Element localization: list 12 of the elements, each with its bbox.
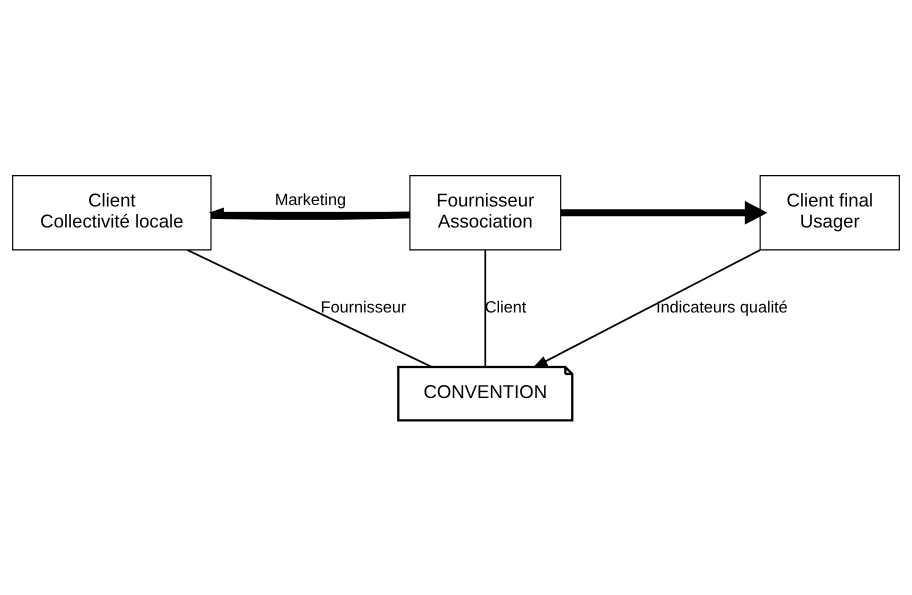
connector [211, 210, 410, 220]
connector [484, 250, 486, 366]
arrow [532, 248, 760, 368]
node-box: Client final Usager [760, 174, 900, 250]
edge-label: Marketing [274, 190, 346, 208]
arrow [560, 200, 768, 224]
edge-label: Client [484, 298, 526, 316]
edge-label: Fournisseur [320, 298, 406, 316]
node-box: Fournisseur Association [409, 174, 562, 250]
connector [187, 248, 432, 368]
node-box: Client Collectivité locale [12, 174, 212, 250]
edge-label: Indicateurs qualité [656, 298, 788, 316]
